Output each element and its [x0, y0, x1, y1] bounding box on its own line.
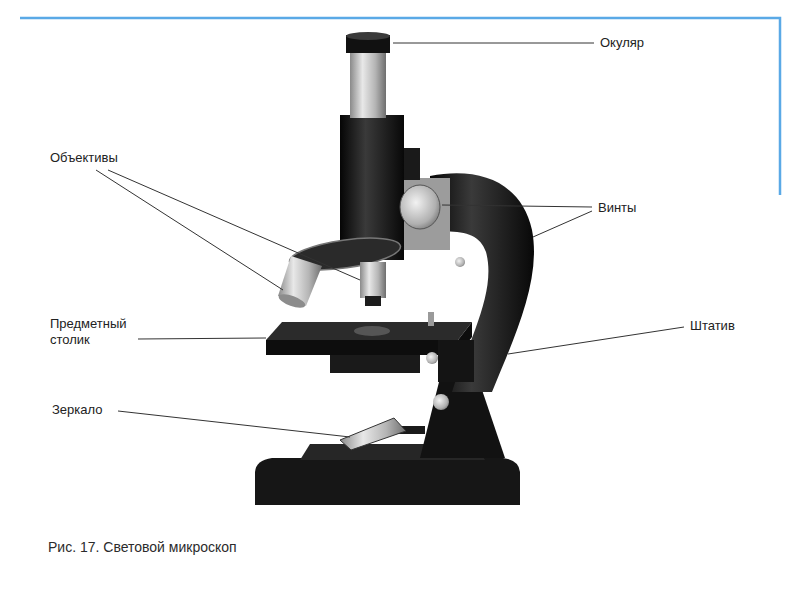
stage-clip [428, 312, 434, 326]
leader-line [96, 170, 283, 290]
eyepiece-top [346, 32, 390, 40]
leader-line [508, 327, 684, 354]
part-label: Штатив [690, 318, 735, 334]
small-screw [433, 394, 449, 410]
part-label: Зеркало [52, 402, 102, 418]
stage-top [266, 322, 472, 340]
leader-line [108, 170, 360, 280]
focus-block [398, 178, 450, 250]
objective [360, 262, 386, 298]
part-label: Винты [598, 200, 636, 216]
stage-support [438, 340, 474, 382]
figure-caption: Рис. 17. Световой микроскоп [48, 538, 237, 556]
draw-tube [350, 50, 386, 118]
leader-line [393, 43, 594, 44]
objective-tip [277, 292, 307, 311]
part-label: Объективы [50, 150, 118, 166]
leader-line [442, 205, 592, 207]
objective-tip [365, 296, 381, 306]
part-label: Окуляр [600, 35, 644, 51]
microscope [255, 32, 534, 505]
leader-line [533, 211, 592, 237]
part-label: Предметный столик [50, 316, 136, 348]
rack [404, 148, 420, 180]
focus-knob [400, 185, 440, 229]
small-screw [426, 352, 438, 364]
leader-line [138, 338, 266, 339]
leader-line [118, 411, 350, 437]
base [255, 458, 520, 505]
condenser [330, 355, 420, 373]
stage-hole [354, 326, 390, 336]
small-screw [455, 257, 465, 267]
leader-lines [96, 43, 684, 437]
mirror [340, 418, 406, 450]
